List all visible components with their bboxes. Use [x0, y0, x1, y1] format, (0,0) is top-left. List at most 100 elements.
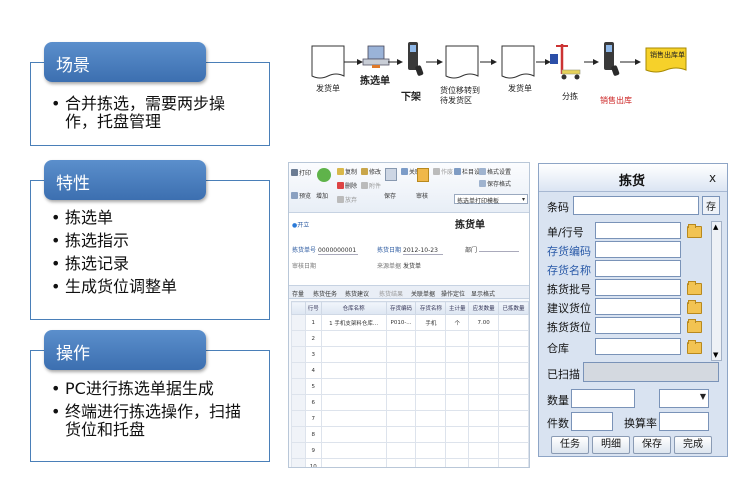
- grid-cell-picked[interactable]: [498, 442, 529, 459]
- grid-cell-picked[interactable]: [498, 410, 529, 427]
- grid-cell-unit[interactable]: 个: [445, 314, 470, 331]
- grid-cell-qty[interactable]: [468, 442, 500, 459]
- grid-cell-no[interactable]: 9: [305, 442, 322, 459]
- add-button[interactable]: 增加: [316, 193, 329, 200]
- save-format-button[interactable]: 保存格式: [479, 179, 511, 188]
- grid-cell-qty[interactable]: [468, 362, 500, 379]
- grid-cell-wh[interactable]: [320, 330, 387, 347]
- grid-cell-unit[interactable]: [445, 378, 470, 395]
- discard-button[interactable]: 放弃: [337, 195, 357, 204]
- grid-cell-picked[interactable]: [498, 330, 529, 347]
- link-button[interactable]: 关联: [401, 167, 421, 176]
- display-format-button[interactable]: 显示格式: [471, 291, 496, 298]
- table-row[interactable]: 5: [291, 378, 529, 395]
- grid-header[interactable]: 已拣数量: [498, 301, 529, 315]
- grid-cell-name[interactable]: [415, 442, 447, 459]
- grid-cell-no[interactable]: 10: [305, 458, 322, 467]
- grid-header[interactable]: 存货名称: [415, 301, 447, 315]
- detail-button[interactable]: 明细: [592, 436, 630, 454]
- folder-icon[interactable]: [687, 224, 702, 238]
- grid-cell-code[interactable]: [385, 410, 417, 427]
- grid-cell-unit[interactable]: [445, 330, 470, 347]
- table-row[interactable]: 10: [291, 458, 529, 467]
- grid-cell-no[interactable]: 7: [305, 410, 322, 427]
- grid-cell-code[interactable]: [385, 426, 417, 443]
- grid-cell-code[interactable]: P010-...: [385, 314, 417, 331]
- grid-cell-name[interactable]: [415, 426, 447, 443]
- grid-cell-picked[interactable]: [498, 378, 529, 395]
- grid-cell-unit[interactable]: [445, 394, 470, 411]
- grid-cell-picked[interactable]: [498, 362, 529, 379]
- pick-location-input[interactable]: [595, 317, 681, 334]
- batch-input[interactable]: [595, 279, 681, 296]
- task-button[interactable]: 任务: [551, 436, 589, 454]
- count-input[interactable]: [571, 412, 613, 431]
- grid-cell-code[interactable]: [385, 458, 417, 467]
- barcode-input[interactable]: [573, 196, 699, 215]
- grid-cell-wh[interactable]: [320, 442, 387, 459]
- folder-icon[interactable]: [687, 300, 702, 314]
- grid-cell-name[interactable]: [415, 410, 447, 427]
- grid-cell-no[interactable]: 6: [305, 394, 322, 411]
- column-settings-button[interactable]: 栏目设置: [454, 167, 486, 176]
- copy-button[interactable]: 复制: [337, 167, 357, 176]
- order-line-input[interactable]: [595, 222, 681, 239]
- grid-cell-code[interactable]: [385, 442, 417, 459]
- grid-cell-wh[interactable]: [320, 346, 387, 363]
- scrollbar[interactable]: ▲ ▼: [711, 221, 722, 361]
- folder-icon[interactable]: [687, 319, 702, 333]
- grid-cell-name[interactable]: [415, 362, 447, 379]
- warehouse-input[interactable]: [595, 338, 681, 355]
- grid-cell-name[interactable]: [415, 458, 447, 467]
- grid-cell-picked[interactable]: [498, 426, 529, 443]
- grid-cell-unit[interactable]: [445, 426, 470, 443]
- grid-header[interactable]: 应发数量: [468, 301, 500, 315]
- grid-cell-unit[interactable]: [445, 346, 470, 363]
- grid-cell-picked[interactable]: [498, 314, 529, 331]
- grid-cell-picked[interactable]: [498, 394, 529, 411]
- grid-cell-no[interactable]: 5: [305, 378, 322, 395]
- save-barcode-button[interactable]: 存: [702, 196, 720, 215]
- pick-result-button[interactable]: 拣货结果: [379, 291, 404, 298]
- grid-cell-qty[interactable]: [468, 394, 500, 411]
- grid-cell-qty[interactable]: [468, 330, 500, 347]
- table-row[interactable]: 4: [291, 362, 529, 379]
- grid-cell-qty[interactable]: [468, 346, 500, 363]
- attachment-button[interactable]: 附件: [361, 181, 381, 190]
- grid-cell-code[interactable]: [385, 378, 417, 395]
- grid-header[interactable]: 行号: [305, 301, 322, 315]
- add-icon[interactable]: [317, 168, 331, 182]
- grid-cell-wh[interactable]: [320, 378, 387, 395]
- locate-button[interactable]: 操作定位: [441, 291, 466, 298]
- suggested-location-input[interactable]: [595, 298, 681, 315]
- grid-cell-code[interactable]: [385, 330, 417, 347]
- grid-header[interactable]: 仓库名称: [320, 301, 387, 315]
- grid-cell-wh[interactable]: 1 手机支架料仓库...: [320, 314, 387, 331]
- grid-cell-picked[interactable]: [498, 458, 529, 467]
- void-button[interactable]: 作废: [433, 167, 453, 176]
- save-button[interactable]: 保存: [633, 436, 671, 454]
- grid-cell-picked[interactable]: [498, 346, 529, 363]
- scroll-up-icon[interactable]: ▲: [713, 223, 719, 231]
- grid-cell-no[interactable]: 2: [305, 330, 322, 347]
- grid-header[interactable]: 主计量: [445, 301, 470, 315]
- unit-select[interactable]: ▼: [659, 389, 709, 408]
- grid-cell-no[interactable]: 3: [305, 346, 322, 363]
- pick-task-button[interactable]: 拣货任务: [313, 291, 338, 298]
- table-row[interactable]: 2: [291, 330, 529, 347]
- grid-cell-qty[interactable]: [468, 426, 500, 443]
- grid-cell-unit[interactable]: [445, 442, 470, 459]
- finish-button[interactable]: 完成: [674, 436, 712, 454]
- grid-cell-wh[interactable]: [320, 362, 387, 379]
- grid-cell-name[interactable]: 手机: [415, 314, 447, 331]
- grid-header[interactable]: 存货编码: [385, 301, 417, 315]
- item-code-input[interactable]: [595, 241, 681, 258]
- save-button[interactable]: 保存: [384, 193, 397, 200]
- print-button[interactable]: 打印: [291, 168, 311, 177]
- save-icon[interactable]: [385, 168, 397, 181]
- grid-cell-name[interactable]: [415, 330, 447, 347]
- preview-button[interactable]: 预览: [291, 191, 311, 200]
- grid-cell-qty[interactable]: [468, 410, 500, 427]
